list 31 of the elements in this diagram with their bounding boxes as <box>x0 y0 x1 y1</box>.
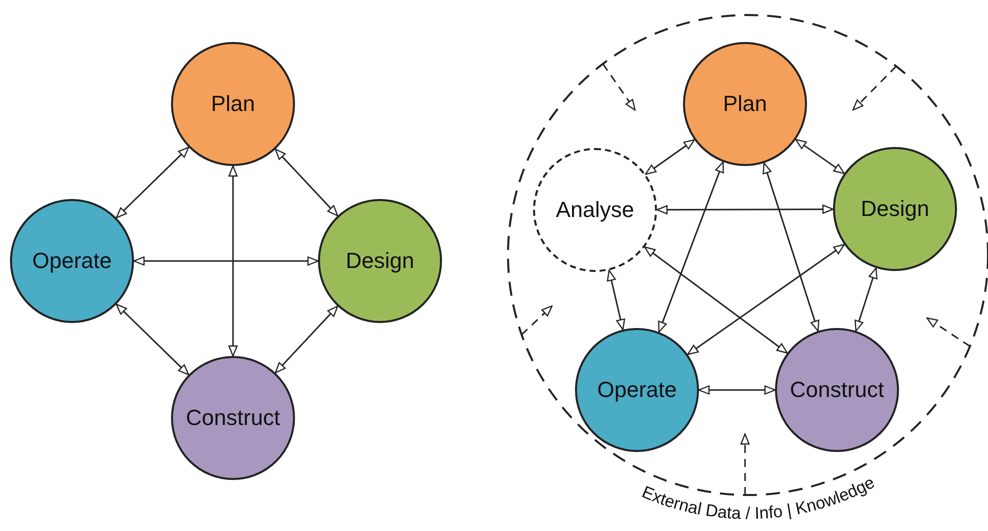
node-label: Design <box>860 196 930 222</box>
double-arrow <box>274 306 338 374</box>
arrow <box>602 63 636 111</box>
node-label: Operate <box>597 377 677 403</box>
double-arrow <box>854 267 878 332</box>
double-arrow <box>606 270 626 330</box>
double-arrow <box>116 146 190 218</box>
node-label: Design <box>346 248 414 274</box>
node-label: Construct <box>790 377 884 403</box>
double-arrow <box>687 244 845 355</box>
node-label: Plan <box>722 91 768 117</box>
double-arrow <box>645 139 695 175</box>
stage-circle <box>533 148 657 272</box>
double-arrow <box>133 256 319 266</box>
double-arrow <box>762 162 820 332</box>
node-label: Plan <box>210 91 256 117</box>
double-arrow <box>644 246 788 354</box>
double-arrow <box>228 165 238 357</box>
arrow <box>852 66 897 111</box>
double-arrow <box>698 385 776 395</box>
double-arrow <box>116 304 190 376</box>
double-arrow <box>658 161 724 333</box>
double-arrow <box>656 204 834 214</box>
double-arrow <box>274 148 338 216</box>
node-label: Operate <box>32 248 112 274</box>
node-label: Analyse <box>556 197 634 223</box>
double-arrow <box>795 138 845 174</box>
arrow <box>926 317 970 347</box>
node-label: Construct <box>186 405 280 431</box>
arrow <box>521 305 553 336</box>
arrow <box>740 433 750 495</box>
